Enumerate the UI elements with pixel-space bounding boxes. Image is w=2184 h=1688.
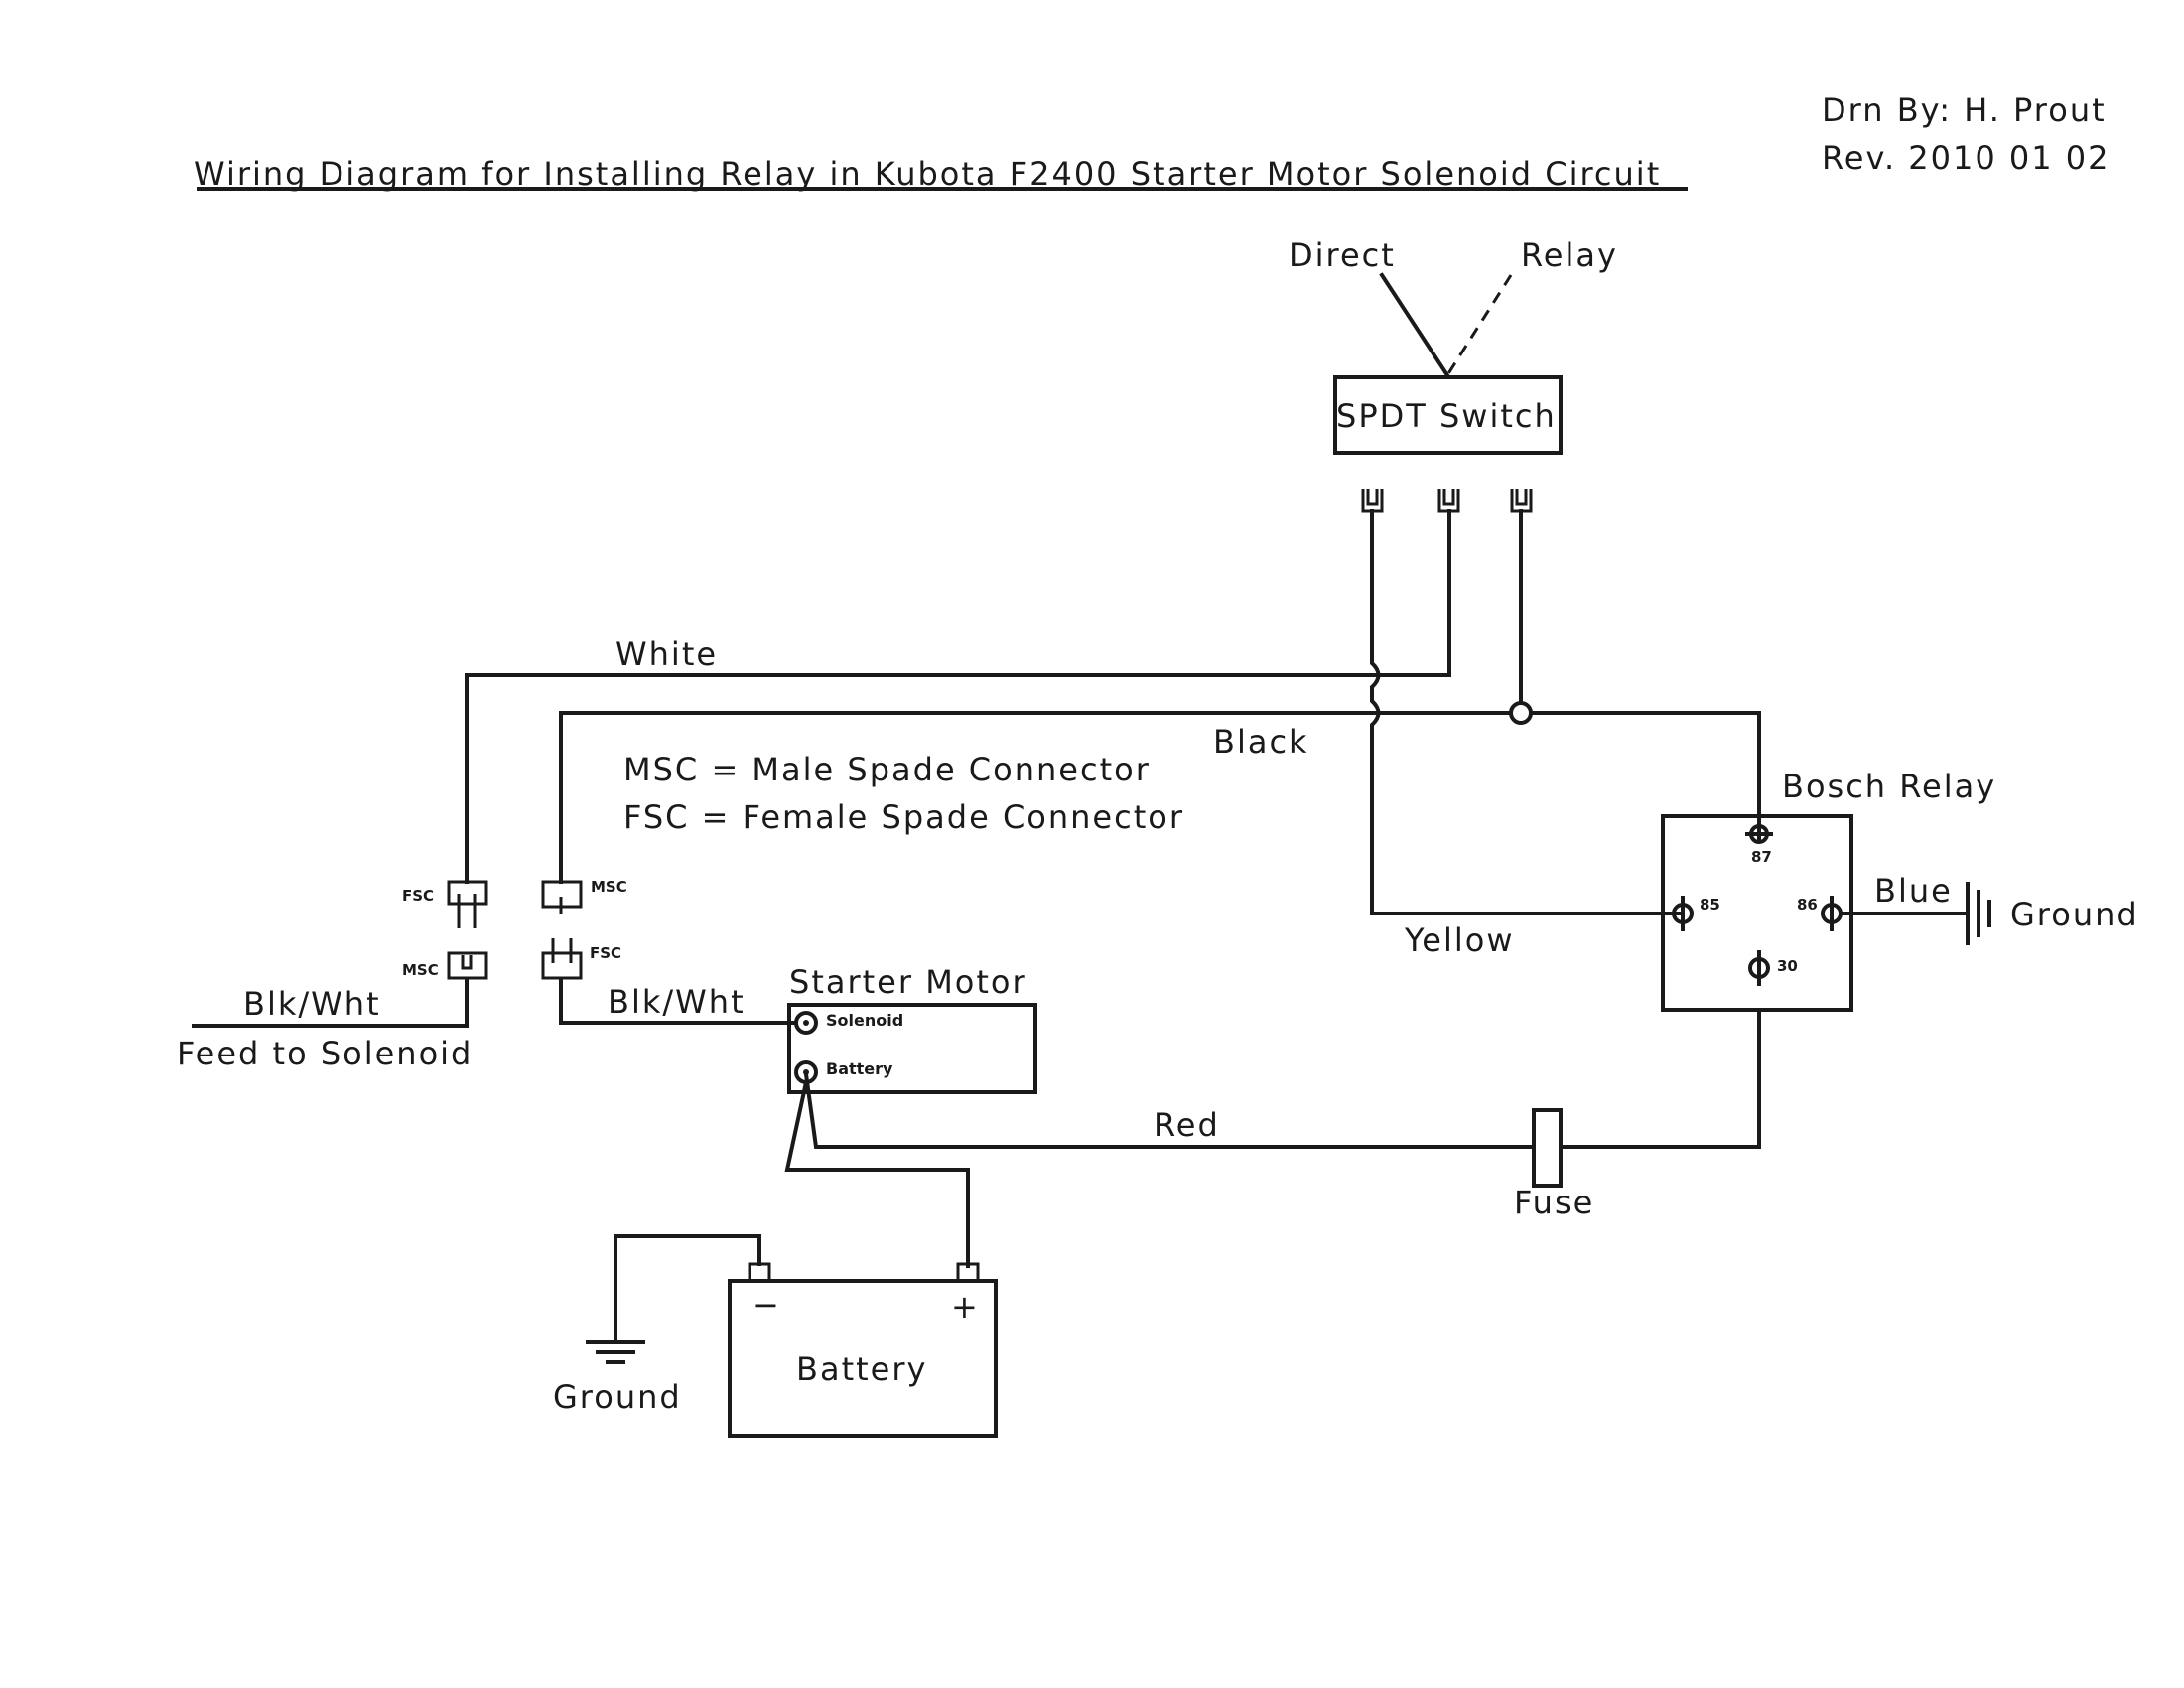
switch-terminal-middle [1437,489,1460,513]
blk-wht-left-label: Blk/Wht [243,985,381,1023]
switch-direct-label: Direct [1289,236,1396,274]
relay-label: Bosch Relay [1782,768,1996,805]
drawn-by: Drn By: H. Prout [1822,91,2107,129]
switch-relay-lever [1445,274,1513,376]
battery-neg-post [748,1262,771,1283]
battery-label: Battery [796,1350,927,1388]
switch-direct-lever [1379,272,1450,378]
right-fsc-label: FSC [590,944,621,962]
revision: Rev. 2010 01 02 [1822,139,2111,177]
solenoid-terminal-label: Solenoid [826,1011,903,1030]
left-msc-label: MSC [402,961,439,979]
blk-wht-left-wire [192,979,469,1028]
starter-motor-body [787,1003,1037,1094]
battery: − + Battery [728,1262,998,1438]
left-fsc-label: FSC [402,887,434,905]
relay-pin-86-label: 86 [1797,896,1818,914]
white-wire-label: White [615,635,718,673]
black-junction [1509,701,1533,725]
fuse-label: Fuse [1514,1184,1594,1221]
yellow-wire [1370,509,1685,915]
battery-body [728,1279,998,1438]
starter-motor-label: Starter Motor [789,963,1027,1001]
blk-wht-right-label: Blk/Wht [608,983,746,1021]
white-wire [465,509,1451,884]
left-connector-pair: FSC MSC [402,880,488,980]
battery-cable [784,1079,970,1268]
starter-motor: Starter Motor Solenoid Battery [787,963,1037,1094]
blk-wht-right-wire [559,979,798,1025]
right-msc-label: MSC [591,878,627,896]
right-connector-pair: MSC FSC [541,878,627,980]
battery-pos-post [956,1262,980,1283]
battery-pos-label: + [951,1288,980,1326]
battery-ground-wire [614,1234,761,1344]
right-fsc [541,951,583,980]
battery-ground-symbol [586,1340,645,1364]
battery-neg-label: − [752,1286,781,1324]
black-wire-label: Black [1213,723,1309,761]
switch-relay-label: Relay [1521,236,1618,274]
switch-body [1333,375,1563,455]
legend-msc: MSC = Male Spade Connector [623,751,1151,788]
switch-terminal-right [1510,489,1533,513]
blue-wire-label: Blue [1874,872,1953,910]
black-wire [559,711,1761,884]
relay-ground-symbol [1966,882,1991,945]
relay-ground-label: Ground [2010,896,2139,933]
spdt-switch: Direct Relay SPDT Switch [1289,236,1618,513]
relay-pin-85-label: 85 [1700,896,1720,914]
battery-terminal-label: Battery [826,1059,893,1078]
left-msc [447,951,488,980]
yellow-wire-label: Yellow [1404,921,1515,959]
diagram-title: Wiring Diagram for Installing Relay in K… [194,155,1661,193]
switch-terminal-left [1361,489,1384,513]
fuse-body [1532,1108,1563,1188]
battery-ground-label: Ground [553,1378,682,1416]
legend-fsc: FSC = Female Spade Connector [623,798,1184,836]
red-wire [1559,1008,1761,1149]
feed-to-solenoid-label: Feed to Solenoid [177,1035,473,1072]
switch-label: SPDT Switch [1336,397,1557,435]
left-fsc [447,880,488,906]
red-wire-label: Red [1154,1106,1220,1144]
relay-pin-30-label: 30 [1777,957,1798,975]
relay-pin-87-label: 87 [1751,848,1772,866]
